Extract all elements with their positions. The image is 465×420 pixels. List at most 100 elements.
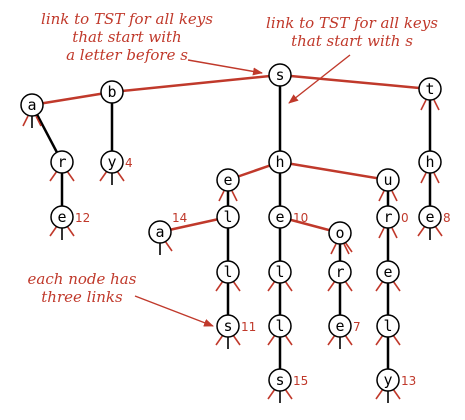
trie-node: e [376,260,400,284]
node-value: 0 [401,211,409,225]
trie-node: h [268,150,292,174]
annotation-arrows [134,54,351,327]
null-link-stub [49,170,58,182]
node-circle [100,150,124,174]
left-annotation-arrow [187,59,263,76]
node-circle [418,77,442,101]
null-link-stub [420,99,427,111]
trie-node: u [376,168,400,192]
node-value: 13 [401,374,416,388]
trie-node: l [216,260,240,284]
bottom-annotation-arrow [134,295,214,327]
node-circle [216,314,240,338]
null-link-stub [35,115,42,127]
left-right-link [31,90,113,107]
node-value: 15 [293,374,308,388]
node-char: h [275,153,284,171]
null-link-stub [215,280,224,292]
null-link-stub [49,225,58,237]
node-char: e [425,208,434,226]
null-link-stub [330,243,337,255]
null-link-stub [417,225,426,237]
trie-node: r [50,150,74,174]
annotation-right-line-1: link to TST for all keys [266,14,438,32]
node-circle [268,260,292,284]
null-links [22,99,443,403]
null-link-stub [433,172,440,184]
node-circle [376,260,400,284]
left-right-link [111,73,281,94]
node-circle [328,221,352,245]
annotation-bottom-line-2: three links [41,288,123,306]
null-link-stub [343,243,350,255]
null-link-stub [232,334,241,346]
null-link-stub [267,334,276,346]
node-value: 14 [172,211,187,225]
node-char: e [335,317,344,335]
node-char: h [425,153,434,171]
node-char: l [383,317,392,335]
node-char: s [223,317,232,335]
null-link-stub [215,334,224,346]
node-value: 7 [353,320,361,334]
trie-node: o [328,221,352,245]
trie-node: b [100,80,124,104]
trie-node: a [20,93,44,117]
trie-node: l [216,205,240,229]
node-char: l [223,263,232,281]
node-circle [268,150,292,174]
annotation-left-line-1: link to TST for all keys [41,10,213,28]
null-link-stub [327,280,336,292]
right-annotation-arrow [288,54,351,104]
node-circle [268,314,292,338]
null-link-stub [378,190,385,202]
node-char: e [223,171,232,189]
null-link-stub [66,225,75,237]
null-link-stub [391,227,398,239]
trie-node: y 13 [376,368,416,392]
node-char: s [275,66,284,84]
null-link-stub [344,334,353,346]
null-link-stub [375,280,384,292]
node-circle [376,368,400,392]
annotation-right-line-2: that start with s [291,32,413,50]
null-link-stub [99,170,108,182]
null-link-stub [433,99,440,111]
node-char: o [335,224,344,242]
left-right-link [279,160,389,182]
node-char: l [223,208,232,226]
null-link-stub [375,334,384,346]
null-link-stub [344,241,353,253]
null-link-stub [327,334,336,346]
node-circle [418,205,442,229]
null-link-stub [66,170,75,182]
node-circle [268,368,292,392]
null-link-stub [116,170,125,182]
node-value: 4 [125,156,133,170]
node-char: y [383,371,392,389]
null-link-stub [378,227,385,239]
node-value: 11 [241,320,256,334]
null-link-stub [420,172,427,184]
node-circle [148,220,172,244]
trie-node: l [376,314,400,338]
trie-node: h [418,150,442,174]
null-link-stub [267,388,276,400]
node-value: 8 [443,211,451,225]
trie-node: r [328,260,352,284]
node-char: r [57,153,66,171]
annotation-left-line-3: a letter before s [66,46,188,64]
trie-node: l [268,260,292,284]
trie-node: t [418,77,442,101]
trie-node: l [268,314,292,338]
null-link-stub [164,240,173,252]
null-link-stub [232,280,241,292]
annotation-left-line-2: that start with [72,28,181,46]
node-circle [376,314,400,338]
